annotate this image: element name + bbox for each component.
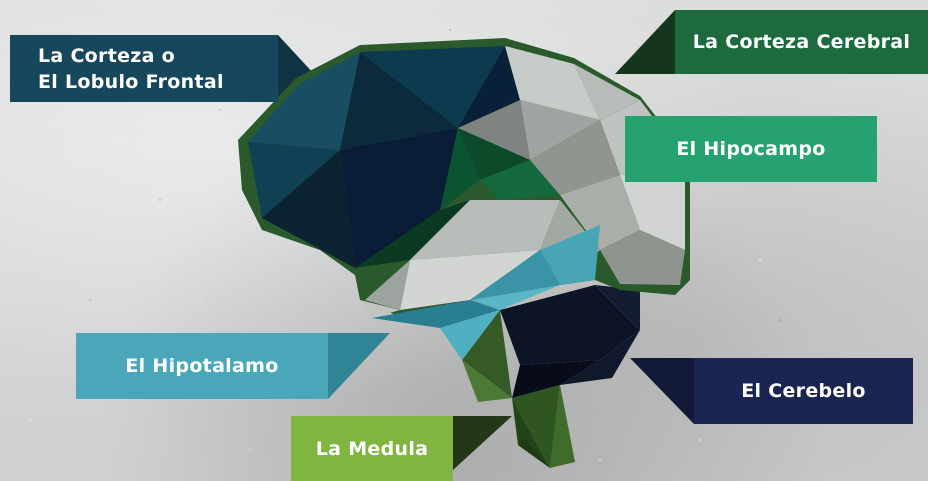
frontal-region [248,46,520,268]
cerebellum-pointer [630,358,694,424]
frontal-label-line1: La Corteza o [38,44,176,67]
hypothalamus-label: El Hipotalamo [76,333,328,399]
frontal-label-line2: El Lobulo Frontal [38,70,224,93]
cortex-pointer [615,10,675,74]
hypothalamus-pointer [328,333,390,399]
cortex-region [458,46,685,285]
hippocampus-label: El Hipocampo [625,116,877,182]
cerebral-cortex-text: La Corteza Cerebral [692,31,911,53]
cerebellum-label: El Cerebelo [694,358,913,424]
medulla-label: La Medula [291,416,453,481]
medulla-text: La Medula [315,437,429,460]
cerebral-cortex-label: La Corteza Cerebral [675,10,928,74]
hippocampus-text: El Hipocampo [676,138,826,160]
cerebellum-text: El Cerebelo [741,380,866,402]
brainstem [462,310,575,468]
hypothalamus-text: El Hipotalamo [125,355,279,377]
frontal-lobe-label: La Corteza o El Lobulo Frontal [10,35,278,102]
cerebellum-region [500,285,640,398]
hypothalamus-region [372,225,600,360]
temporal-region [360,200,600,318]
medulla-pointer [453,416,512,470]
